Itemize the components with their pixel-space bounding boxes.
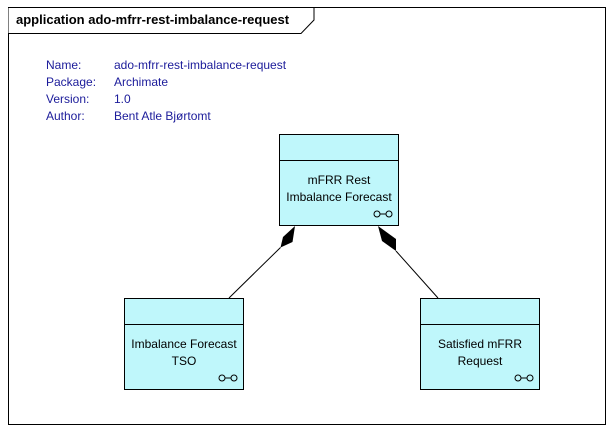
- meta-value: 1.0: [114, 92, 131, 106]
- application-component-icon: [373, 210, 393, 218]
- node-label-line1: Satisfied mFRR: [437, 337, 523, 351]
- meta-value: Archimate: [114, 75, 169, 89]
- node-label-line2: Request: [457, 354, 503, 368]
- node-label-line2: TSO: [171, 354, 197, 368]
- frame-title: application ado-mfrr-rest-imbalance-requ…: [16, 12, 290, 27]
- meta-key: Name:: [46, 58, 82, 72]
- meta-row-package: Package: Archimate: [46, 74, 286, 91]
- app-component-satisfied-mfrr-request[interactable]: Satisfied mFRR Request: [420, 298, 540, 390]
- meta-row-author: Author: Bent Atle Bjørtomt: [46, 108, 286, 125]
- diagram-metadata: Name: ado-mfrr-rest-imbalance-request Pa…: [46, 57, 286, 125]
- node-label-line1: Imbalance Forecast: [131, 337, 237, 351]
- meta-value: ado-mfrr-rest-imbalance-request: [114, 58, 287, 72]
- meta-value: Bent Atle Bjørtomt: [114, 109, 211, 123]
- node-header: [421, 299, 539, 325]
- node-label-line2: Imbalance Forecast: [286, 190, 392, 204]
- application-component-icon: [514, 374, 534, 382]
- node-header: [125, 299, 243, 325]
- meta-row-name: Name: ado-mfrr-rest-imbalance-request: [46, 57, 286, 74]
- composition-connector-left[interactable]: [228, 226, 295, 299]
- node-label-line1: mFRR Rest: [307, 173, 371, 187]
- app-component-imbalance-forecast-tso[interactable]: Imbalance Forecast TSO: [124, 298, 244, 390]
- meta-key: Version:: [46, 92, 90, 106]
- app-component-mfrr-rest-imbalance-forecast[interactable]: mFRR Rest Imbalance Forecast: [279, 134, 399, 226]
- composition-connector-right[interactable]: [378, 226, 439, 299]
- application-component-icon: [218, 374, 238, 382]
- meta-key: Package:: [46, 75, 97, 89]
- meta-key: Author:: [46, 109, 85, 123]
- node-header: [280, 135, 398, 161]
- meta-row-version: Version: 1.0: [46, 91, 286, 108]
